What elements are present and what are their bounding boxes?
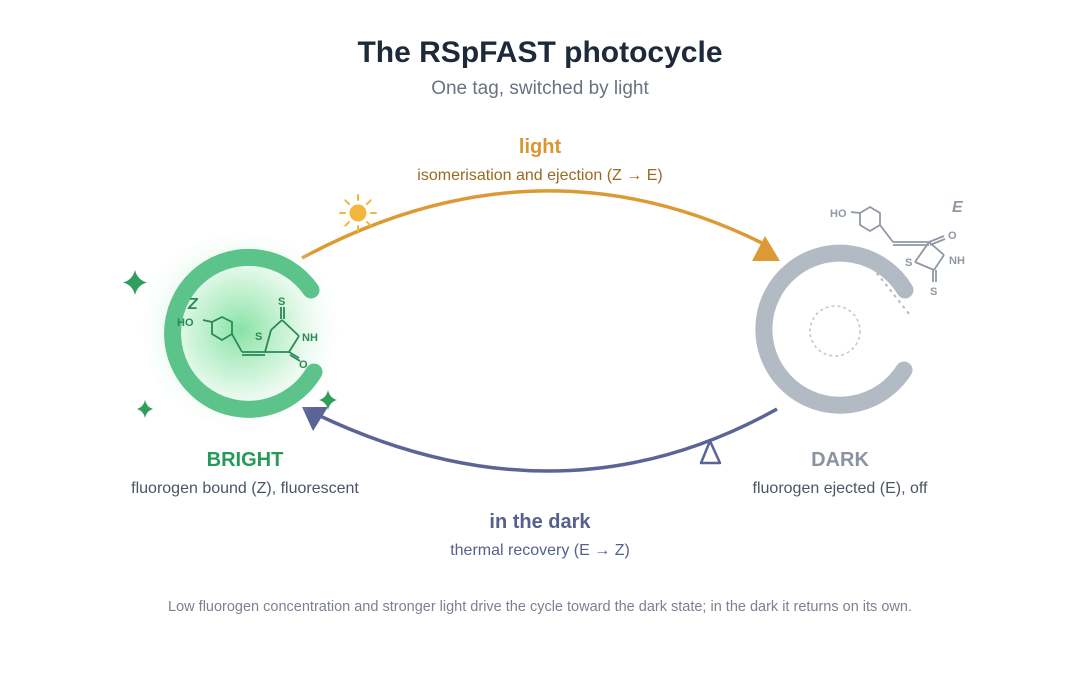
- light-transition-description: isomerisation and ejection (Z → E): [417, 167, 663, 184]
- sun-icon: [339, 194, 377, 232]
- e-sulfur-bottom: S: [930, 286, 937, 298]
- dark-state-title: DARK: [811, 449, 869, 471]
- page-title: The RSpFAST photocycle: [357, 36, 723, 69]
- dark-arrow: [317, 407, 778, 473]
- light-arrow: [301, 189, 769, 260]
- z-amine: NH: [302, 332, 318, 344]
- e-isomer-label: E: [952, 199, 964, 216]
- page-subtitle: One tag, switched by light: [431, 78, 649, 99]
- light-arrowhead-icon: [752, 236, 780, 261]
- e-amine: NH: [949, 255, 965, 267]
- sparkle-icon: [123, 270, 147, 295]
- light-transition-title: light: [518, 136, 562, 158]
- open-triangle-icon: [699, 439, 722, 465]
- e-isomer-molecule: [850, 205, 946, 282]
- e-sulfur-ring: S: [905, 257, 912, 269]
- z-hydroxyl: HO: [177, 317, 194, 329]
- e-hydroxyl: HO: [830, 208, 847, 220]
- pocket-exit-path: [867, 261, 911, 316]
- footnote: Low fluorogen concentration and stronger…: [168, 599, 912, 615]
- z-sulfur-ring: S: [255, 331, 262, 343]
- bright-state-label: BRIGHT fluorogen bound (Z), fluorescent: [90, 449, 400, 498]
- dark-protein-ring: [755, 244, 914, 414]
- bright-state-title: BRIGHT: [206, 449, 284, 471]
- dark-transition-title: in the dark: [489, 511, 591, 533]
- dark-state-label: DARK fluorogen ejected (E), off: [685, 449, 995, 498]
- e-oxygen: O: [948, 230, 957, 242]
- bright-protein-ring: [164, 248, 323, 418]
- z-isomer-label: Z: [187, 296, 199, 313]
- z-oxygen: O: [299, 359, 308, 371]
- dark-transition-label: in the dark thermal recovery (E → Z): [340, 511, 740, 560]
- dark-transition-description: thermal recovery (E → Z): [450, 542, 630, 559]
- bright-state-description: fluorogen bound (Z), fluorescent: [131, 480, 359, 497]
- dark-state-description: fluorogen ejected (E), off: [752, 480, 928, 497]
- sparkle-icon: [319, 390, 337, 410]
- z-isomer-molecule: [202, 307, 301, 362]
- empty-binding-pocket: [809, 305, 861, 357]
- z-sulfur-top: S: [278, 296, 285, 308]
- sparkle-icon: [137, 400, 153, 418]
- light-transition-label: light isomerisation and ejection (Z → E): [340, 136, 740, 185]
